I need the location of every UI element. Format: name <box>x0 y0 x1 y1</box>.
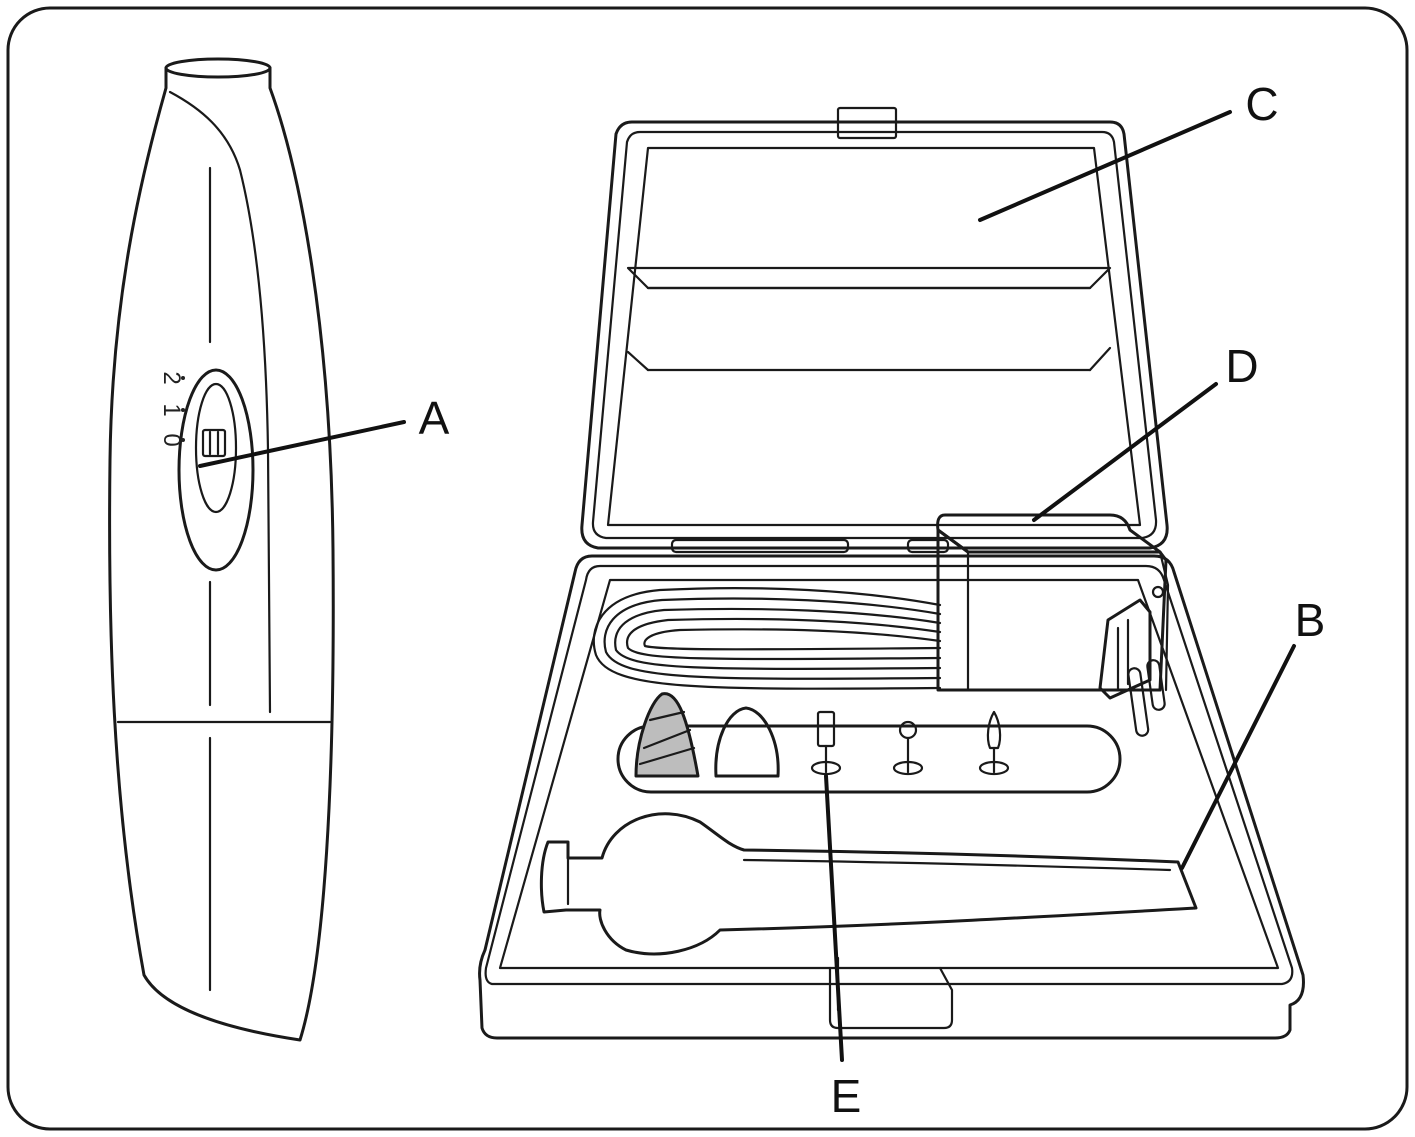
adapter-top <box>936 513 1162 554</box>
device-recess-edge <box>566 846 1172 906</box>
speed-scale-dot <box>181 438 185 442</box>
base-rim <box>484 564 1294 986</box>
callout-a: A <box>419 392 450 444</box>
callout-b: B <box>1295 594 1326 646</box>
callout-e: E <box>831 1070 862 1122</box>
lid-latch <box>836 106 898 140</box>
lid-outer <box>580 120 1169 550</box>
base-clasp <box>828 966 954 1030</box>
pointed-attachment <box>986 710 1002 750</box>
device-recess <box>539 812 1198 956</box>
lid-hinge <box>670 538 850 554</box>
cord-loop <box>614 607 942 670</box>
cylinder-attachment <box>816 710 836 748</box>
cone-attachment-stripe <box>642 728 692 750</box>
leader-d <box>1032 382 1218 522</box>
base-outer <box>478 554 1305 1040</box>
lid-hinge <box>906 538 950 554</box>
speed-switch <box>201 428 227 458</box>
felt-attachment <box>714 706 780 778</box>
base-inner <box>498 578 1280 970</box>
device-body-highlight <box>168 90 272 714</box>
speed-scale-mark: 0 <box>158 433 185 446</box>
lid-strap-lower-fold <box>626 350 650 372</box>
leader-b <box>1180 644 1296 870</box>
lid-rim <box>591 130 1158 540</box>
cone-attachment-stripe <box>648 710 686 722</box>
speed-scale-dot <box>181 408 185 412</box>
speed-scale-mark: 1 <box>158 403 185 416</box>
cord-loop <box>592 587 942 690</box>
lid-strap-upper <box>626 266 1112 290</box>
ball-attachment <box>898 720 918 740</box>
leader-a <box>198 420 406 468</box>
cord-loop <box>603 597 942 680</box>
lid-strap-lower-fold <box>1088 346 1112 372</box>
speed-scale-dot <box>181 376 185 380</box>
lid-inner <box>606 146 1142 527</box>
callout-d: D <box>1225 340 1258 392</box>
power-adapter <box>936 513 1170 737</box>
attachment-socket <box>892 760 924 776</box>
attachments <box>634 692 1010 778</box>
adapter-front <box>936 528 1168 692</box>
adapter-indicator <box>1151 585 1165 599</box>
leader-c <box>978 110 1232 222</box>
adapter-side <box>1158 550 1170 692</box>
cord-loop <box>625 617 942 661</box>
device-body <box>108 66 335 1042</box>
callout-c: C <box>1245 78 1278 130</box>
manicure-device: 2 1 0 <box>108 57 335 1042</box>
adapter-pin <box>1146 659 1166 711</box>
switch-panel-inner <box>194 382 238 514</box>
attachment-tray <box>616 724 1122 794</box>
attachment-socket <box>978 760 1010 776</box>
figure-frame <box>6 6 1409 1131</box>
switch-panel-outer <box>177 368 255 572</box>
power-cord <box>592 587 942 690</box>
cone-attachment-stripe <box>638 746 696 766</box>
device-nozzle <box>164 57 272 79</box>
speed-scale: 2 1 0 <box>158 371 185 446</box>
case-base <box>478 513 1305 1040</box>
leader-e <box>824 774 844 1062</box>
cone-attachment <box>634 692 700 778</box>
speed-scale-mark: 2 <box>158 371 185 384</box>
cord-loop <box>643 628 942 651</box>
adapter-pin <box>1127 667 1150 737</box>
